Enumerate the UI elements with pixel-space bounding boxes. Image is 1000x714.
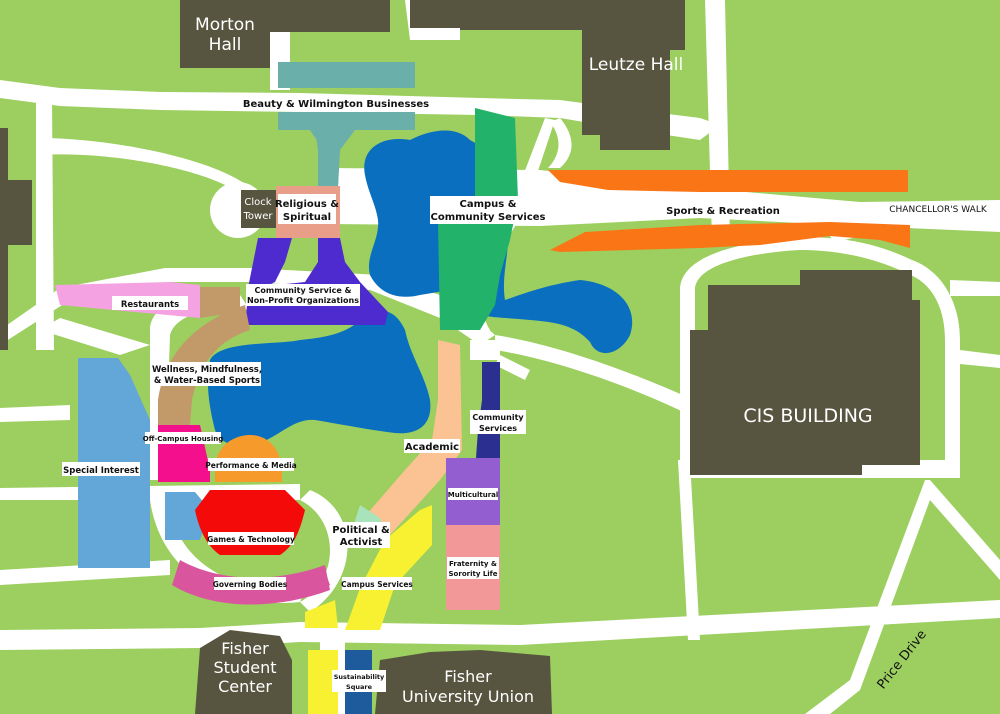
zone-campus-services-c	[308, 650, 338, 714]
label-campus-services: Campus Services	[341, 580, 413, 589]
clock-tower-label-1: Clock	[244, 197, 271, 208]
clock-tower-building	[241, 190, 276, 228]
morton-hall-label-1: Morton	[195, 15, 255, 35]
label-sports-recreation: Sports & Recreation	[666, 206, 780, 217]
zone-games-technology	[195, 490, 305, 555]
morton-hall-building	[180, 0, 390, 68]
zone-beauty-wilmington-a	[278, 62, 415, 88]
morton-hall-label-2: Hall	[209, 35, 242, 55]
tag-wellness	[153, 362, 261, 386]
label-sustainability-2: Square	[346, 683, 373, 691]
tag-academic	[404, 439, 460, 453]
zone-beauty-wilmington-b	[278, 112, 415, 188]
label-multicultural: Multicultural	[448, 491, 499, 499]
tag-performance-media	[208, 458, 294, 471]
zone-campus-services-b	[305, 600, 338, 628]
label-community-services-1: Community	[472, 413, 524, 422]
label-sustainability-1: Sustainability	[334, 673, 385, 681]
label-restaurants: Restaurants	[121, 300, 179, 310]
buildings	[0, 0, 920, 714]
zone-campus-services	[345, 505, 432, 630]
label-religious-1: Religious &	[275, 199, 339, 210]
wellness-lake	[207, 310, 431, 446]
label-wellness-1: Wellness, Mindfulness,	[152, 365, 262, 375]
label-beauty-wilmington: Beauty & Wilmington Businesses	[243, 99, 429, 110]
label-community-services-2: Services	[479, 424, 517, 433]
tag-community-services	[470, 410, 526, 434]
label-political-1: Political &	[332, 525, 390, 536]
label-governing-bodies: Governing Bodies	[213, 580, 288, 589]
tag-multicultural	[448, 488, 498, 500]
zone-sports-bottom	[550, 222, 910, 252]
label-wellness-2: & Water-Based Sports	[154, 376, 260, 386]
tag-campus-community	[430, 196, 546, 224]
clock-tower-label-2: Tower	[243, 211, 274, 222]
tag-off-campus-housing	[145, 432, 221, 444]
fisher-university-union-building	[375, 650, 552, 714]
label-off-campus-housing: Off-Campus Housing	[143, 435, 224, 443]
label-community-service-2: Non-Profit Organizations	[247, 296, 359, 305]
tag-sustainability-square	[332, 670, 386, 692]
tag-religious	[278, 194, 336, 224]
tag-governing-bodies	[214, 577, 286, 590]
label-campus-community-2: Community Services	[430, 212, 545, 223]
tag-political	[332, 522, 390, 548]
fisher-university-union-label-2: University Union	[402, 687, 534, 706]
left-building	[0, 128, 32, 350]
label-community-service-1: Community Service &	[254, 286, 351, 295]
zone-sports-top	[548, 170, 908, 192]
label-academic: Academic	[405, 442, 459, 453]
tag-campus-services	[342, 577, 412, 590]
label-campus-community-1: Campus &	[460, 199, 517, 210]
fisher-student-center-label-1: Fisher	[221, 639, 269, 658]
cis-building-label: CIS BUILDING	[743, 405, 872, 427]
label-religious-2: Spiritual	[283, 212, 331, 223]
label-performance-media: Performance & Media	[205, 461, 296, 470]
fisher-university-union-label-1: Fisher	[444, 667, 492, 686]
label-political-2: Activist	[340, 537, 383, 548]
leutze-hall-building	[410, 0, 685, 150]
label-fraternity-1: Fraternity &	[449, 560, 497, 568]
fisher-student-center-building	[195, 630, 292, 714]
tag-fraternity	[447, 557, 499, 579]
label-games-technology: Games & Technology	[207, 535, 295, 544]
tag-games-technology	[208, 532, 294, 545]
leutze-hall-label: Leutze Hall	[589, 55, 684, 75]
label-fraternity-2: Sorority Life	[449, 570, 498, 578]
fisher-student-center-label-2: Student	[214, 658, 277, 677]
zone-tan-segment	[200, 287, 240, 318]
cis-building	[690, 270, 920, 475]
tag-community-service	[246, 284, 360, 306]
label-special-interest: Special Interest	[63, 466, 139, 476]
zone-special-interest-right	[165, 492, 210, 540]
tag-restaurants	[112, 296, 188, 310]
chancellors-walk-label: CHANCELLOR'S WALK	[889, 205, 988, 215]
fisher-student-center-label-3: Center	[218, 677, 272, 696]
tag-special-interest	[62, 462, 140, 476]
